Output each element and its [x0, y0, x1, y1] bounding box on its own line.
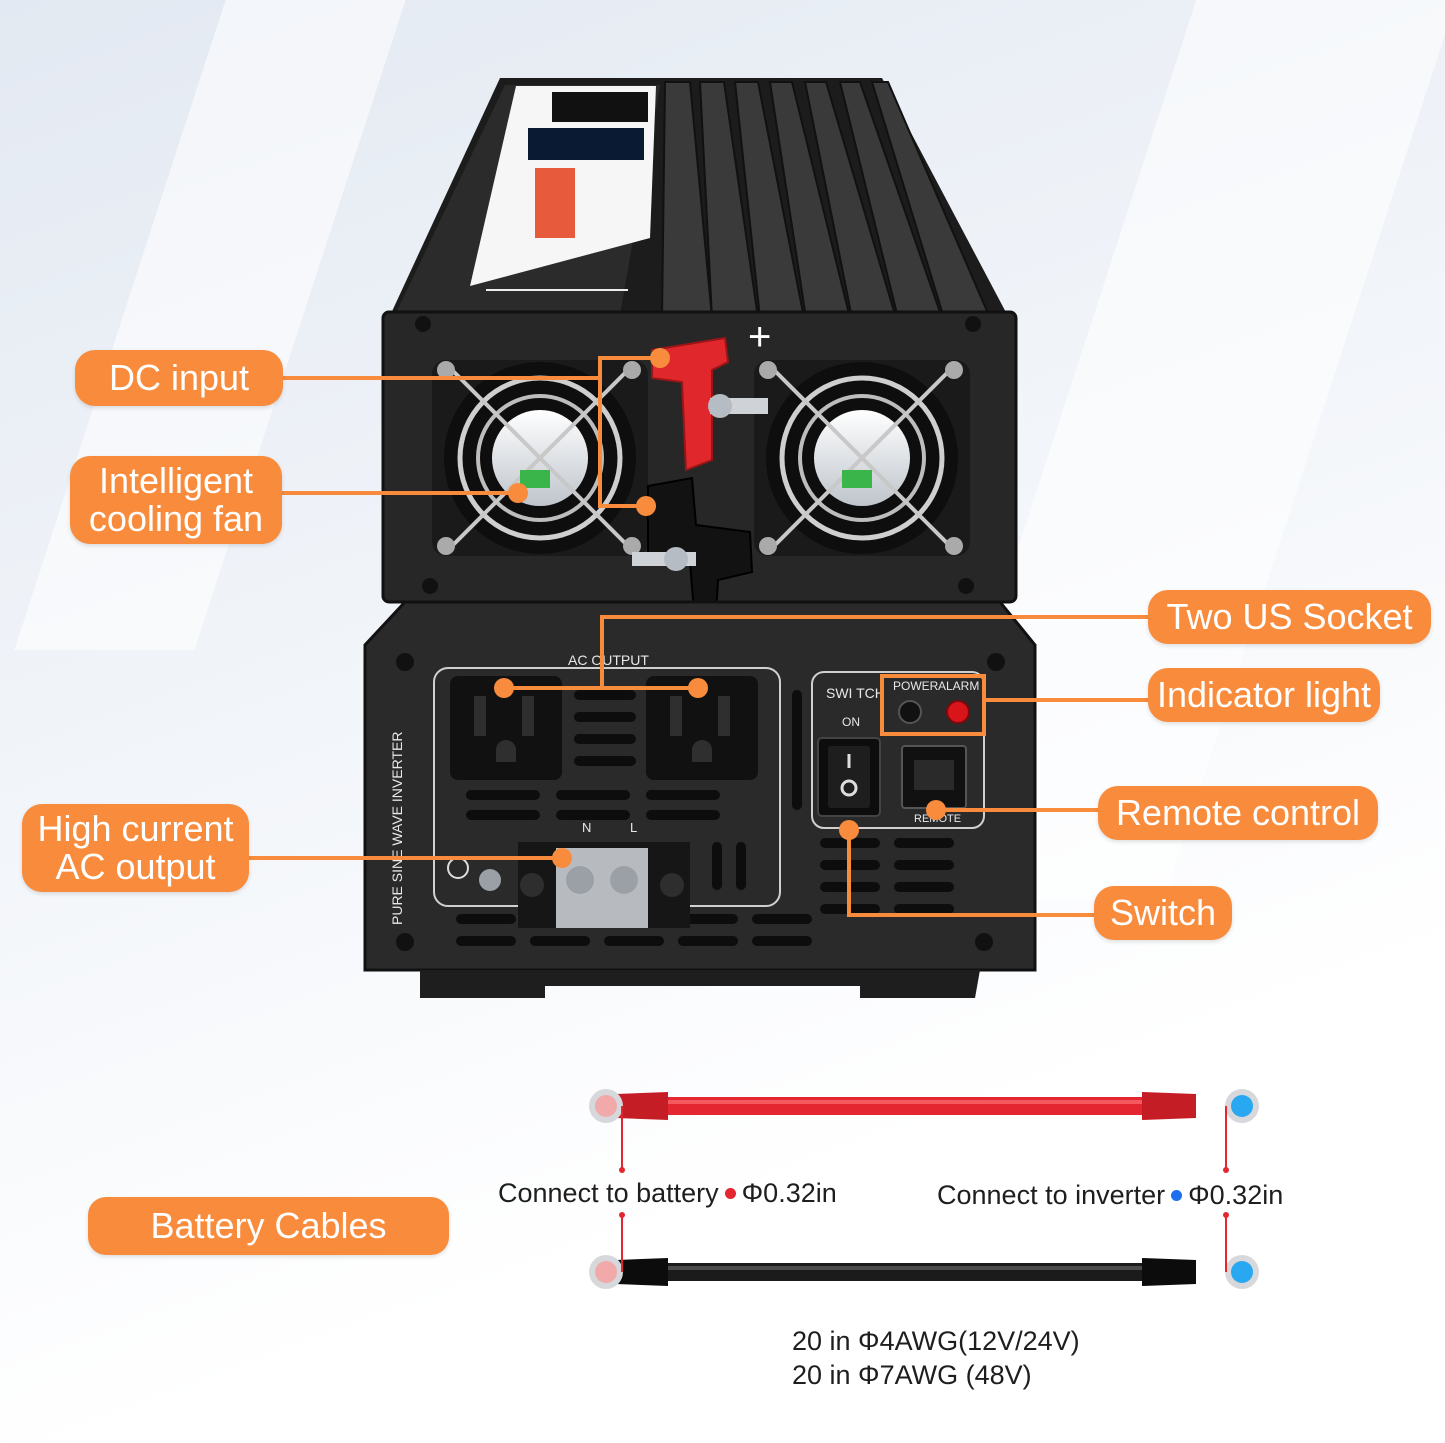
- ac-output-label: AC OUTPUT: [568, 652, 649, 668]
- dc-input-text: DC input: [108, 357, 250, 398]
- heatsink-body: [388, 78, 1010, 320]
- cooling-fan-callout: Intelligent cooling fan: [70, 456, 282, 544]
- dc-input-callout: DC input: [75, 350, 283, 406]
- neutral-label: N: [582, 820, 591, 835]
- positive-terminal-icon: +: [651, 315, 771, 472]
- us-socket-text: Two US Socket: [1166, 596, 1413, 637]
- cable-leader-lines: [621, 1106, 1227, 1272]
- switch-callout: Switch: [1094, 886, 1232, 940]
- us-socket-icon: [646, 676, 758, 780]
- battery-cables-text: Battery Cables: [150, 1205, 387, 1246]
- output-panel: AC OUTPUT: [363, 600, 1037, 998]
- power-led-icon: [898, 700, 922, 724]
- remote-text: Remote control: [1115, 792, 1361, 833]
- side-label: PURE SINE WAVE INVERTER: [389, 732, 405, 925]
- cooling-fan-text-1: Intelligent: [98, 460, 254, 501]
- ac-output-text-1: High current: [37, 808, 234, 849]
- line-label: L: [630, 820, 637, 835]
- switch-panel-label: SWI TCH: [826, 685, 885, 701]
- switch-text: Switch: [1109, 892, 1217, 933]
- battery-connection-caption: Connect to battery Φ0.32in: [498, 1178, 837, 1209]
- cooling-fan-text-2: cooling fan: [88, 498, 264, 539]
- power-label: POWER: [893, 679, 939, 693]
- negative-terminal-icon: [632, 476, 754, 617]
- ac-terminal-block-icon: [518, 842, 690, 928]
- power-switch-icon[interactable]: [817, 737, 881, 817]
- us-socket-callout: Two US Socket: [1148, 590, 1431, 644]
- ac-output-callout: High current AC output: [22, 804, 249, 892]
- callout-leaders: [248, 356, 1150, 917]
- indicator-callout: Indicator light: [1148, 668, 1380, 722]
- blue-dot-icon: [1171, 1190, 1183, 1202]
- black-battery-cable: [589, 1255, 1259, 1289]
- red-dot-icon: [724, 1188, 736, 1200]
- on-label: ON: [842, 715, 860, 729]
- us-socket-icon: [450, 676, 562, 780]
- ground-screw-icon: [479, 869, 501, 891]
- ac-output-text-2: AC output: [55, 846, 216, 887]
- inverter-connection-size: Φ0.32in: [1188, 1180, 1284, 1210]
- plus-sign: +: [748, 315, 771, 359]
- cable-spec-line-1: 20 in Φ4AWG(12V/24V): [792, 1326, 1080, 1356]
- red-battery-cable: [589, 1089, 1259, 1123]
- inverter-connection-text: Connect to inverter: [937, 1180, 1166, 1210]
- alarm-led-icon: [946, 700, 970, 724]
- battery-cables-callout: Battery Cables: [88, 1197, 449, 1255]
- battery-connection-size: Φ0.32in: [741, 1178, 837, 1208]
- battery-connection-text: Connect to battery: [498, 1178, 719, 1208]
- indicator-text: Indicator light: [1156, 674, 1372, 715]
- callout-dots: [494, 348, 946, 868]
- remote-port-icon[interactable]: [901, 745, 967, 809]
- cooling-fan-icon: [432, 360, 648, 556]
- cooling-fan-icon: [754, 360, 970, 556]
- remote-callout: Remote control: [1098, 786, 1378, 840]
- cable-spec-line-2: 20 in Φ7AWG (48V): [792, 1360, 1032, 1390]
- inverter-connection-caption: Connect to inverter Φ0.32in: [937, 1180, 1283, 1211]
- alarm-label: ALARM: [938, 679, 979, 693]
- cable-specs: 20 in Φ4AWG(12V/24V) 20 in Φ7AWG (48V): [792, 1324, 1080, 1392]
